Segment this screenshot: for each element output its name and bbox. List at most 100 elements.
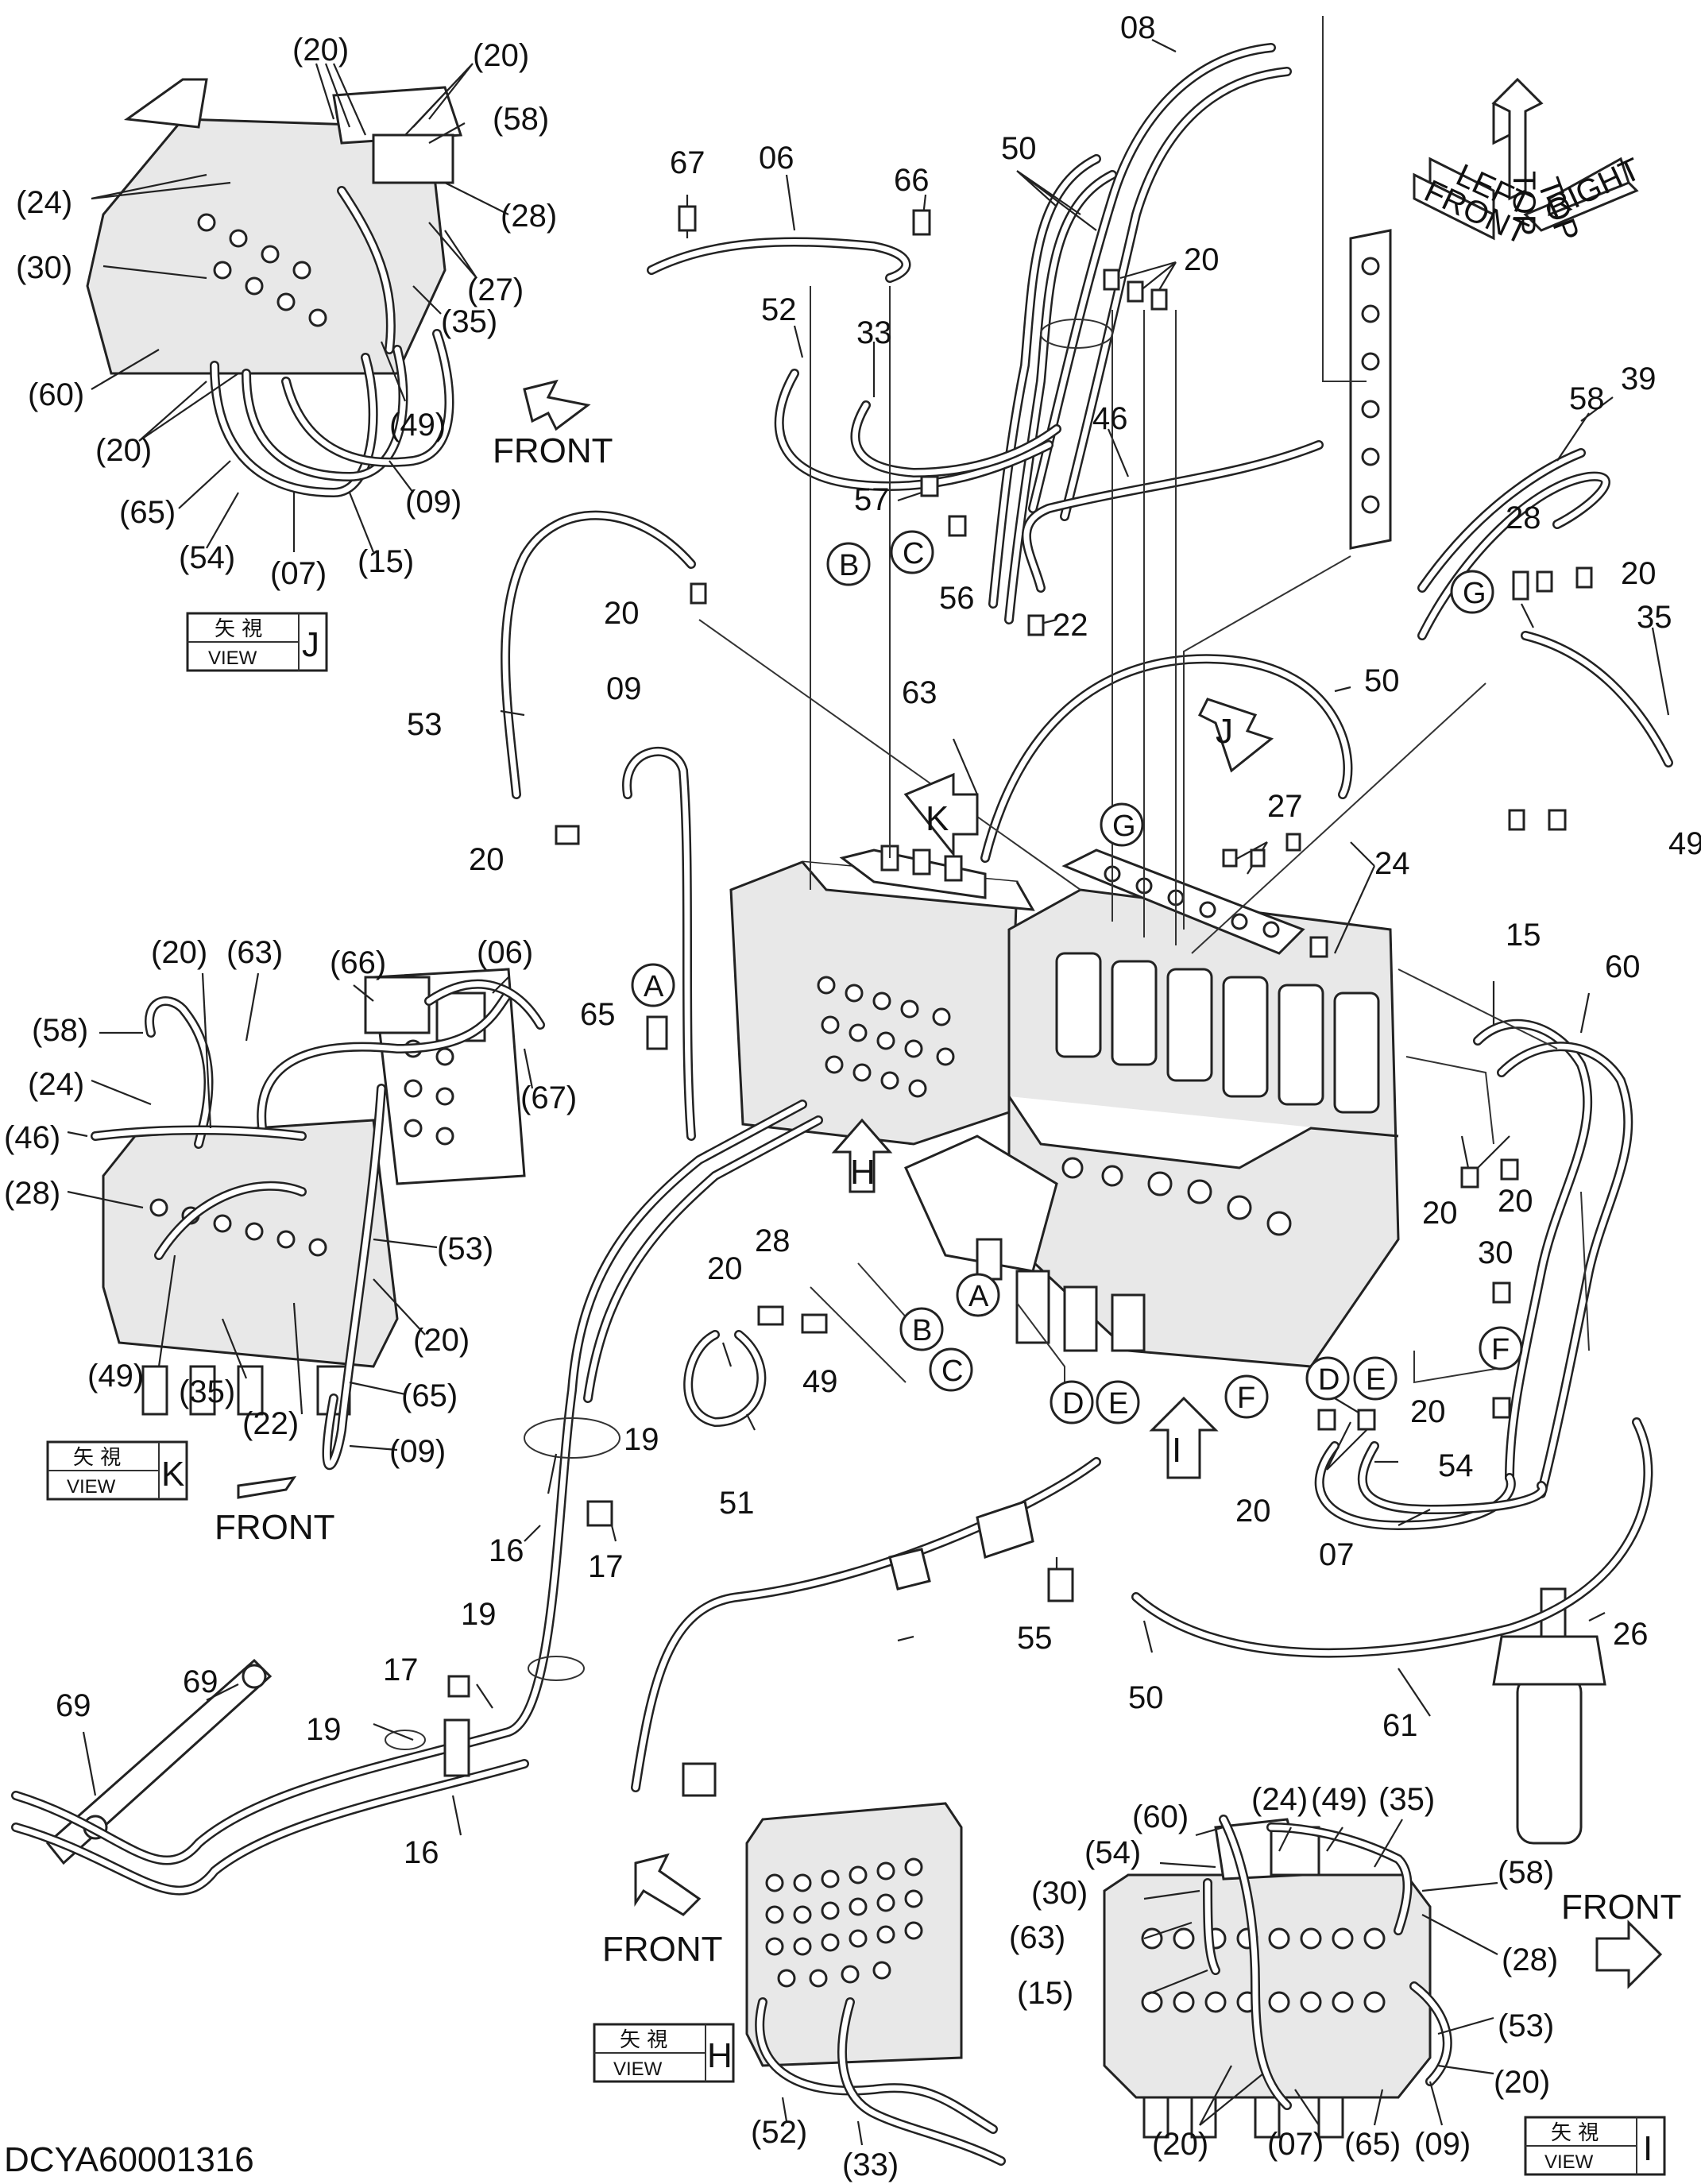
- view-h: (52) (33) FRONT 矢 視 VIEW H: [593, 1802, 1006, 2182]
- view-k-callout-28: (28): [4, 1176, 60, 1211]
- connection-circles-main: B C A G G A B C D E F F D E: [631, 530, 1523, 1424]
- callout-30: 30: [1478, 1235, 1514, 1270]
- conn-a-main: A: [968, 1280, 989, 1313]
- view-j-label-box: 矢 視 VIEW J: [186, 612, 328, 672]
- view-j-callout-20c: (20): [95, 433, 152, 468]
- callout-49-right: 49: [1668, 826, 1701, 861]
- view-j-callout-60: (60): [28, 377, 84, 412]
- view-j-box-jp: 矢 視: [215, 617, 262, 641]
- callout-67: 67: [670, 145, 706, 180]
- lower-left-bracket: [11, 1100, 823, 1896]
- conn-g-main: G: [1112, 810, 1136, 843]
- callout-20-right: 20: [1621, 556, 1657, 591]
- hose-63: [980, 654, 1353, 863]
- view-k-callout-46: (46): [4, 1120, 60, 1155]
- callout-27: 27: [1267, 789, 1303, 824]
- view-k-callout-67: (67): [520, 1080, 577, 1115]
- hose-08: [988, 43, 1292, 624]
- view-j-callout-28: (28): [501, 199, 557, 234]
- callout-60: 60: [1605, 949, 1641, 984]
- view-h-front-label: FRONT: [602, 1930, 723, 1969]
- callout-50-top: 50: [1001, 131, 1037, 166]
- view-k-callout-22: (22): [242, 1406, 299, 1441]
- hose-15-60: [1473, 1019, 1633, 1498]
- view-k-callout-20a: (20): [151, 935, 207, 970]
- callout-24: 24: [1374, 846, 1410, 881]
- callout-19-top: 19: [624, 1422, 659, 1457]
- compass-top-label-1: TOP: [1506, 171, 1541, 236]
- manifold-strip: [1349, 229, 1392, 550]
- fittings-main: [555, 205, 1593, 1602]
- callout-50-mid: 50: [1364, 663, 1400, 698]
- view-i-callout-53: (53): [1498, 2008, 1554, 2043]
- conn-e-main: E: [1108, 1387, 1128, 1421]
- view-j: (20) (20) (58) (24) (28) (30) (27) (35) …: [16, 33, 613, 672]
- callout-20-lower-right-b: 20: [1498, 1184, 1533, 1219]
- hose-52-33: [774, 369, 1061, 491]
- view-h-callout-33: (33): [842, 2147, 899, 2182]
- callout-51: 51: [719, 1486, 755, 1521]
- view-arrow-h: H: [831, 1118, 893, 1193]
- view-i-callout-24: (24): [1251, 1782, 1308, 1817]
- view-j-callout-20a: (20): [292, 33, 349, 68]
- view-j-callout-09: (09): [405, 485, 462, 520]
- callout-16-lower: 16: [404, 1835, 439, 1870]
- callout-53: 53: [407, 707, 443, 742]
- callout-20-mid: 20: [469, 842, 505, 877]
- view-k-box-letter: K: [161, 1455, 184, 1494]
- view-arrow-j-letter: J: [1216, 712, 1233, 751]
- view-i-callout-60: (60): [1132, 1799, 1189, 1834]
- view-k-callout-49: (49): [87, 1359, 144, 1394]
- view-i-box-en: VIEW: [1544, 2151, 1594, 2173]
- callout-66: 66: [894, 163, 930, 198]
- drawing-code: DCYA60001316: [4, 2140, 254, 2179]
- callout-65: 65: [580, 997, 616, 1032]
- view-j-callout-07: (07): [270, 556, 327, 591]
- view-arrow-j: J: [1197, 698, 1274, 773]
- view-k-callout-66: (66): [330, 945, 386, 980]
- view-i-callout-30: (30): [1031, 1876, 1088, 1911]
- view-i-callout-15: (15): [1017, 1976, 1073, 2011]
- view-k-callout-06: (06): [477, 935, 533, 970]
- callout-19-mid: 19: [461, 1597, 497, 1632]
- callout-20-left: 20: [604, 596, 640, 631]
- view-k-front-label: FRONT: [215, 1508, 335, 1547]
- callout-20-bottom: 20: [1235, 1494, 1271, 1529]
- view-i-callout-58: (58): [1498, 1855, 1554, 1890]
- view-i-front-label: FRONT: [1561, 1888, 1682, 1927]
- view-k-box-jp: 矢 視: [73, 1446, 121, 1470]
- view-k-callout-53: (53): [437, 1231, 493, 1266]
- pilot-block-top: [839, 845, 987, 899]
- conn-c-main: C: [941, 1355, 963, 1388]
- view-j-callout-35: (35): [441, 304, 497, 339]
- view-h-box-en: VIEW: [613, 2058, 663, 2080]
- view-arrow-h-letter: H: [850, 1153, 876, 1192]
- callout-50-bottom: 50: [1128, 1680, 1164, 1715]
- view-i-callout-20b: (20): [1152, 2127, 1208, 2162]
- conn-b-top: B: [839, 549, 859, 582]
- callout-26: 26: [1613, 1617, 1649, 1652]
- view-j-box-en: VIEW: [208, 647, 257, 669]
- callout-28-right: 28: [1506, 501, 1541, 535]
- view-i-callout-28: (28): [1502, 1942, 1558, 1977]
- view-j-callout-65: (65): [119, 495, 176, 530]
- hose-35: [1521, 631, 1673, 767]
- callout-19-lower: 19: [306, 1712, 342, 1747]
- view-i-label-box: 矢 視 VIEW I: [1524, 2116, 1666, 2176]
- view-i-callout-63: (63): [1009, 1920, 1065, 1955]
- conn-g-right: G: [1463, 577, 1486, 610]
- conn-d-right: D: [1318, 1363, 1340, 1397]
- view-j-front-label: FRONT: [493, 431, 613, 470]
- view-k-callout-65: (65): [401, 1378, 458, 1413]
- conn-f-main: F: [1237, 1382, 1255, 1415]
- callout-22: 22: [1053, 608, 1088, 643]
- view-i-callout-49: (49): [1311, 1782, 1367, 1817]
- return-pipe: [631, 1457, 1101, 1797]
- view-i-callout-54: (54): [1084, 1835, 1141, 1870]
- callout-54: 54: [1438, 1448, 1474, 1483]
- compass-3d: LEFT FRONT TOP TOP RIGHT: [1413, 77, 1646, 251]
- callout-57: 57: [854, 482, 890, 517]
- callout-07: 07: [1319, 1537, 1355, 1572]
